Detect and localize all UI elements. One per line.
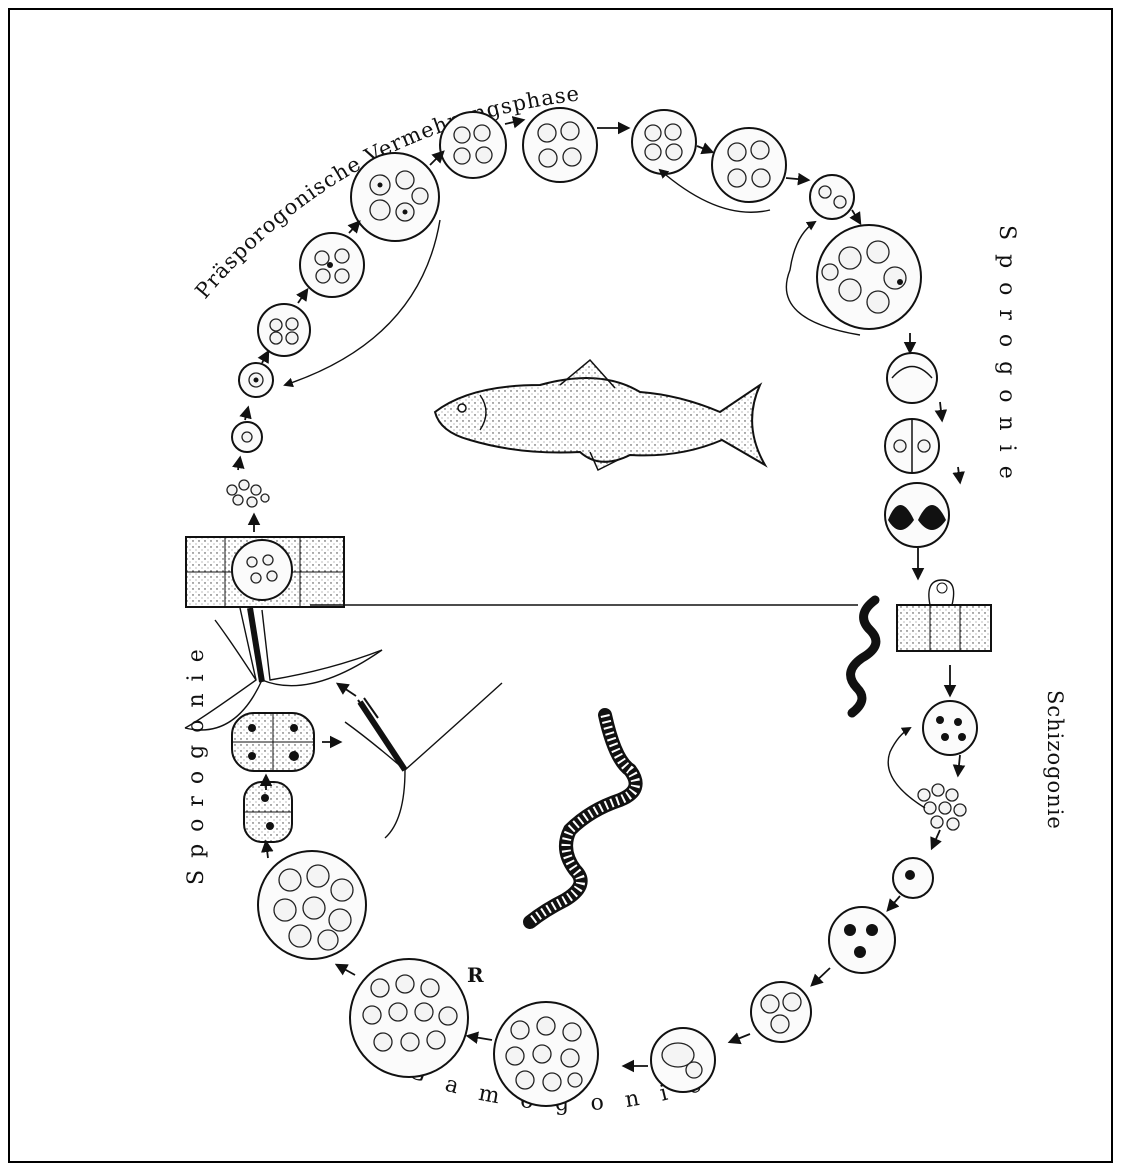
spore-stage-3: [885, 483, 949, 547]
gamont-2: [494, 1002, 598, 1106]
label-sporogonie-right-text: Sporogonie: [994, 225, 1019, 493]
cyst-left-1: [300, 233, 364, 297]
triactinomyxon-spore-icon-small: [345, 683, 502, 838]
label-sporogonie-left-text: Sporogonie: [184, 637, 209, 885]
schizont-1: [923, 701, 977, 755]
cyst-top-1: [351, 153, 439, 241]
merozoite-cluster: [918, 784, 966, 830]
worm-gut-epithelium-right: [897, 580, 991, 651]
spore-stage-2: [885, 419, 939, 473]
schizont-3: [829, 907, 895, 973]
schizont-2: [893, 858, 933, 898]
cyst-top-3: [523, 108, 597, 182]
worm-fragment-right: [851, 600, 876, 713]
worm-gut-epithelium-left: [186, 537, 344, 607]
cyst-left-3: [239, 363, 273, 397]
gamont-1: [651, 1028, 715, 1092]
cyst-left-2: [258, 304, 310, 356]
cyst-top-2: [440, 112, 506, 178]
pansporocyst-large: [258, 851, 366, 959]
cyst-left-4: [232, 422, 262, 452]
label-r-mark: R: [467, 963, 484, 987]
cyst-top-7: [817, 225, 921, 329]
cyst-top-4: [632, 110, 696, 174]
label-schizogonie-text: Schizogonie: [1043, 690, 1067, 830]
gamont-3: [350, 959, 468, 1077]
sporocyst-upper: [232, 713, 314, 771]
label-sporogonie-left: Sporogonie: [184, 637, 209, 885]
spore-stage-1: [887, 353, 937, 403]
fish-icon: [435, 360, 765, 470]
oligochaete-worm-icon: [530, 715, 636, 922]
sporoplasm-cluster: [227, 480, 269, 507]
sporocyst-mid: [244, 782, 292, 842]
label-schizogonie: Schizogonie: [1043, 690, 1067, 830]
label-sporogonie-right: Sporogonie: [994, 225, 1019, 493]
triactinomyxon-spore-icon-large: [185, 608, 382, 730]
schizont-4: [751, 982, 811, 1042]
cyst-top-6: [810, 175, 854, 219]
cyst-top-5: [712, 128, 786, 202]
